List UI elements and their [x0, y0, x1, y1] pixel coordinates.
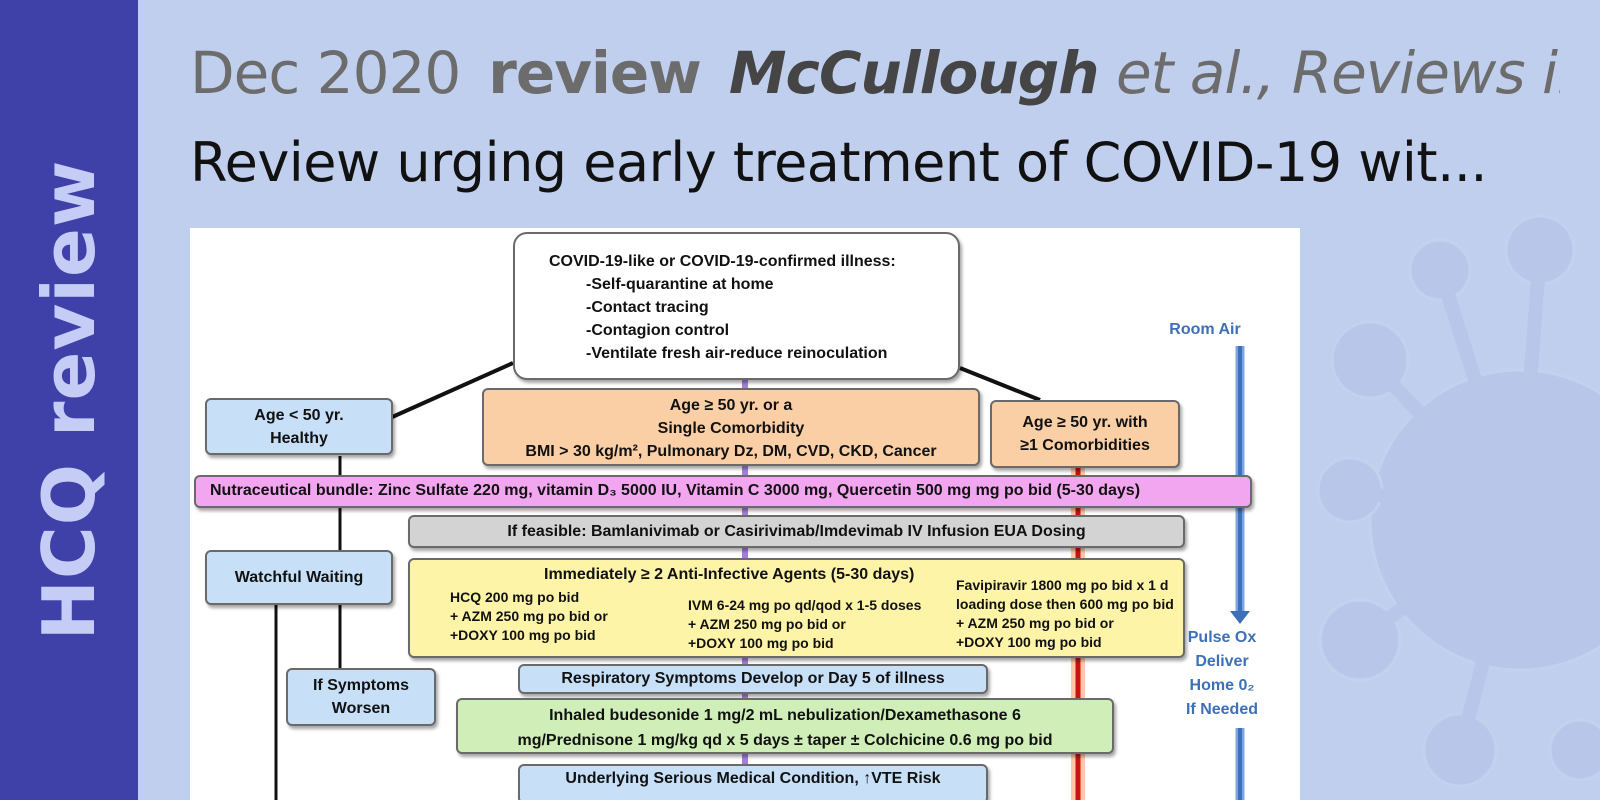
- pulse-ox-line: If Needed: [1185, 701, 1258, 718]
- age-multi-box: Age ≥ 50 yr. with ≥1 Comorbidities: [990, 400, 1180, 468]
- age-young-line: Age < 50 yr.: [254, 407, 344, 424]
- age-multi-line: ≥1 Comorbidities: [1020, 437, 1150, 454]
- age-single-box: Age ≥ 50 yr. or a Single Comorbidity BMI…: [482, 388, 980, 466]
- antibody-infusion-text: If feasible: Bamlanivimab or Casirivimab…: [507, 523, 1086, 540]
- respiratory-symptoms-box: Respiratory Symptoms Develop or Day 5 of…: [518, 664, 988, 694]
- anti-infective-heading: Immediately ≥ 2 Anti-Infective Agents (5…: [544, 566, 915, 583]
- inhaled-line: Inhaled budesonide 1 mg/2 mL nebulizatio…: [549, 707, 1021, 724]
- paper-citation: et al., Reviews in C...: [1115, 39, 1560, 107]
- age-single-line: Single Comorbidity: [657, 420, 805, 437]
- sidebar: HCQ review: [0, 0, 138, 800]
- age-multi-line: Age ≥ 50 yr. with: [1022, 414, 1148, 431]
- ivm-line: +DOXY 100 mg po bid: [688, 635, 834, 651]
- age-single-line: BMI > 30 kg/m², Pulmonary Dz, DM, CVD, C…: [525, 443, 937, 460]
- watchful-waiting-box: Watchful Waiting: [205, 550, 393, 605]
- initial-illness-box: COVID-19-like or COVID-19-confirmed illn…: [513, 232, 960, 380]
- virus-watermark-icon: [1316, 214, 1600, 788]
- room-air-label: Room Air: [1169, 321, 1241, 338]
- sidebar-label: HCQ review: [27, 159, 111, 641]
- hcq-line: +DOXY 100 mg po bid: [450, 627, 596, 643]
- age-single-line: Age ≥ 50 yr. or a: [669, 397, 793, 414]
- favi-line: Favipiravir 1800 mg po bid x 1 d: [956, 577, 1169, 593]
- favi-line: + AZM 250 mg po bid or: [956, 615, 1114, 631]
- age-young-line: Healthy: [270, 430, 328, 447]
- favipiravir-regimen: Favipiravir 1800 mg po bid x 1 d loading…: [956, 576, 1174, 652]
- favi-line: +DOXY 100 mg po bid: [956, 634, 1102, 650]
- initial-heading: COVID-19-like or COVID-19-confirmed illn…: [549, 253, 896, 270]
- respiratory-text: Respiratory Symptoms Develop or Day 5 of…: [561, 670, 945, 687]
- age-young-box: Age < 50 yr. Healthy: [205, 398, 393, 455]
- inhaled-line: mg/Prednisone 1 mg/kg qd x 5 days ± tape…: [517, 732, 1053, 749]
- anti-infective-box: Immediately ≥ 2 Anti-Infective Agents (5…: [408, 558, 1185, 658]
- nutraceutical-box: Nutraceutical bundle: Zinc Sulfate 220 m…: [194, 475, 1252, 508]
- initial-item: -Contagion control: [586, 322, 730, 339]
- initial-item: -Contact tracing: [586, 299, 709, 316]
- ivm-line: IVM 6-24 mg po qd/qod x 1-5 doses: [688, 597, 922, 613]
- favi-line: loading dose then 600 mg po bid: [956, 596, 1174, 612]
- paper-title: Review urging early treatment of COVID-1…: [190, 131, 1488, 194]
- symptoms-worsen-line: If Symptoms: [312, 677, 409, 694]
- symptoms-worsen-line: Worsen: [331, 700, 391, 717]
- hcq-line: HCQ 200 mg po bid: [450, 589, 580, 605]
- symptoms-worsen-box: If Symptoms Worsen: [286, 668, 436, 726]
- initial-item: -Self-quarantine at home: [586, 276, 774, 293]
- pulse-ox-line: Deliver: [1195, 653, 1249, 670]
- pulse-ox-label: Pulse Ox Deliver Home 0₂ If Needed: [1172, 626, 1272, 722]
- watchful-waiting-text: Watchful Waiting: [234, 569, 364, 586]
- underlying-text: Underlying Serious Medical Condition, ↑V…: [565, 770, 941, 787]
- paper-type: review: [488, 39, 702, 107]
- pulse-ox-line: Home 0₂: [1189, 677, 1255, 694]
- ivm-regimen: IVM 6-24 mg po qd/qod x 1-5 doses + AZM …: [688, 596, 921, 653]
- ivm-line: + AZM 250 mg po bid or: [688, 616, 846, 632]
- paper-author: McCullough: [728, 39, 1100, 107]
- paper-meta: Dec 2020 review McCullough et al., Reviews…: [190, 38, 1560, 108]
- hcq-regimen: HCQ 200 mg po bid + AZM 250 mg po bid or…: [450, 588, 608, 645]
- antibody-infusion-box: If feasible: Bamlanivimab or Casirivimab…: [408, 515, 1185, 548]
- nutraceutical-text: Nutraceutical bundle: Zinc Sulfate 220 m…: [210, 482, 1141, 499]
- hcq-line: + AZM 250 mg po bid or: [450, 608, 608, 624]
- pulse-ox-line: Pulse Ox: [1187, 629, 1257, 646]
- underlying-condition-box: Underlying Serious Medical Condition, ↑V…: [518, 764, 988, 800]
- treatment-flowchart: COVID-19-like or COVID-19-confirmed illn…: [190, 228, 1300, 800]
- paper-date: Dec 2020: [190, 39, 461, 107]
- inhaled-steroid-box: Inhaled budesonide 1 mg/2 mL nebulizatio…: [456, 698, 1114, 754]
- initial-item: -Ventilate fresh air-reduce reinoculatio…: [586, 345, 888, 362]
